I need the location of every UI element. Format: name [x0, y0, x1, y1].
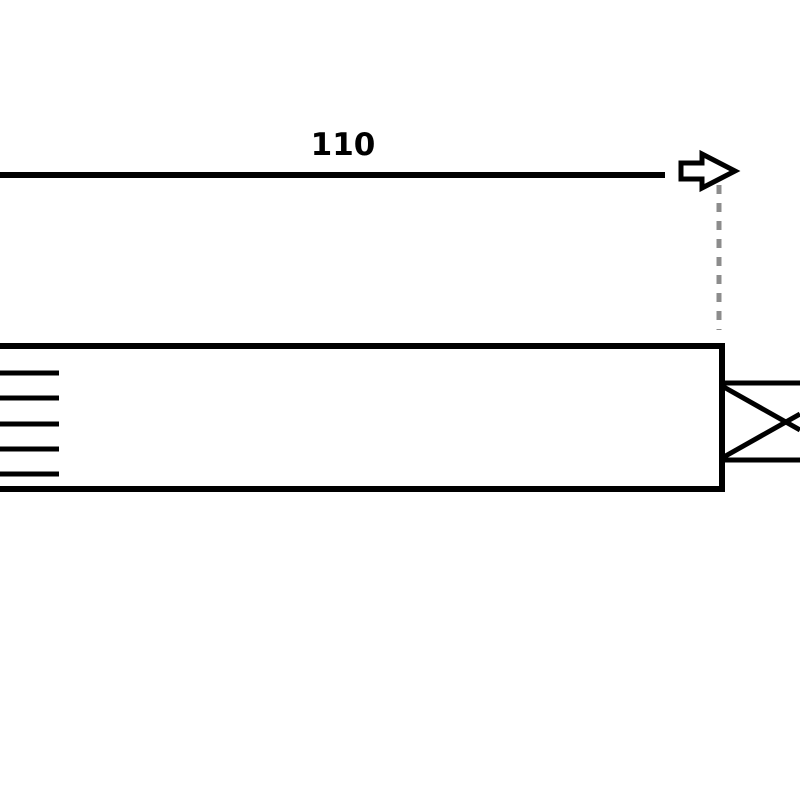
main-body-outline — [0, 343, 725, 492]
connector-diagonal — [720, 411, 800, 461]
grip-lines — [0, 370, 59, 477]
dimension-label: 110 — [311, 127, 376, 163]
connector-with-x — [720, 380, 800, 463]
outline-right-arrow-icon — [678, 149, 741, 193]
